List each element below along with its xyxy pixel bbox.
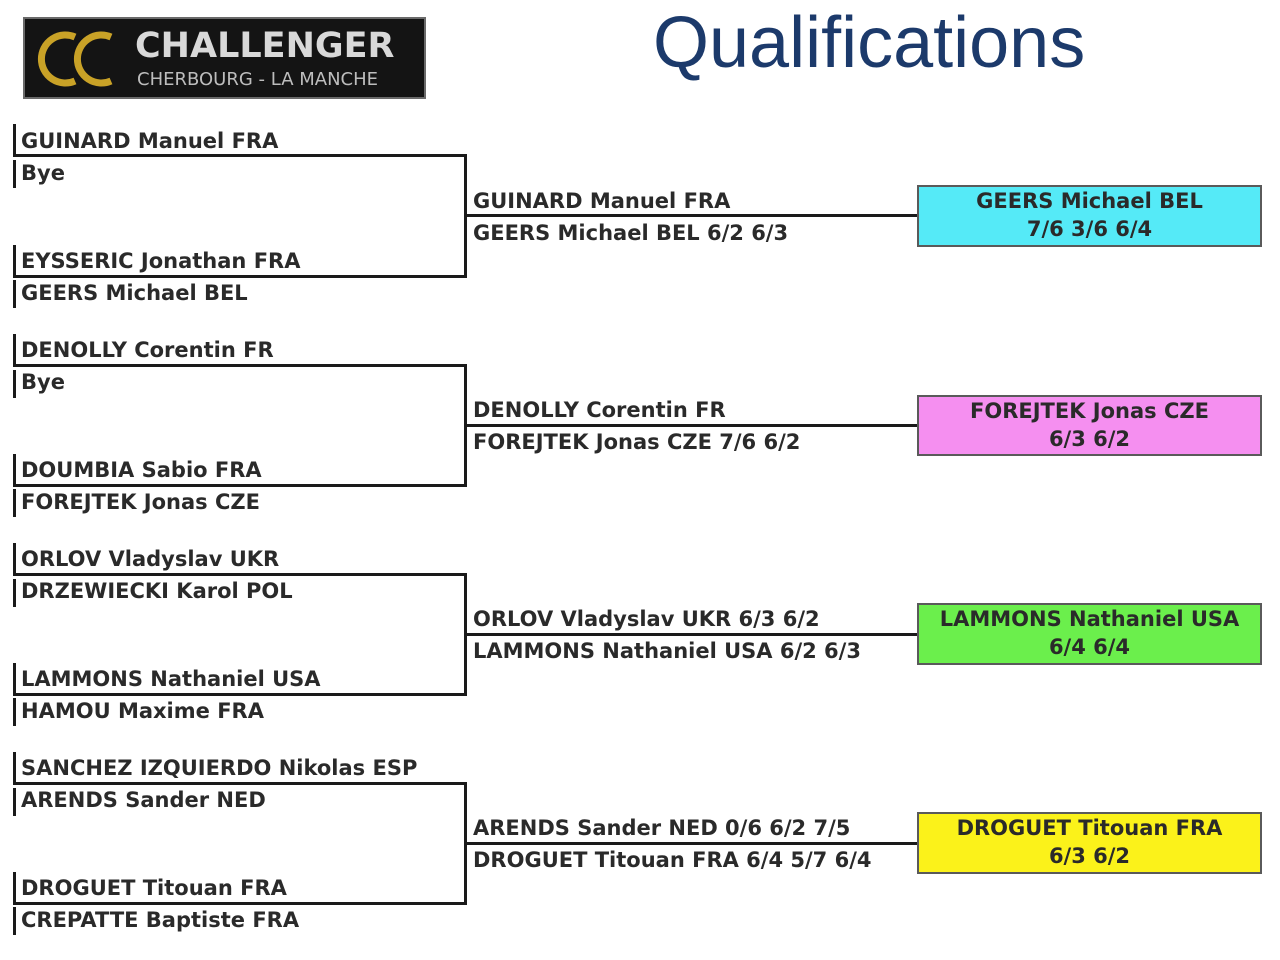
qualifier-name: LAMMONS Nathaniel USA [939,607,1240,631]
bracket-line [13,663,16,693]
round2-result: GEERS Michael BEL 6/2 6/3 [473,221,789,245]
player-name: GEERS Michael BEL [21,281,248,305]
bracket-line [13,489,16,517]
bracket-line [13,124,16,154]
bracket-line [13,245,16,275]
bracket-line [13,579,16,607]
bracket-line [13,454,16,484]
player-name: DROGUET Titouan FRA [21,876,287,900]
bracket-line [13,334,16,364]
player-name: ARENDS Sander NED [21,788,266,812]
player-name: DOUMBIA Sabio FRA [21,458,262,482]
bracket-line [13,902,467,905]
qualifier-score: 6/3 6/2 [1048,427,1131,451]
bracket-line [464,424,919,427]
qualifier-score: 6/4 6/4 [1048,635,1131,659]
player-name: DRZEWIECKI Karol POL [21,579,293,603]
qualifier-box: GEERS Michael BEL 7/6 3/6 6/4 [917,185,1262,247]
player-name: GUINARD Manuel FRA [21,129,279,153]
qualifier-box: LAMMONS Nathaniel USA 6/4 6/4 [917,603,1262,665]
round2-result: FOREJTEK Jonas CZE 7/6 6/2 [473,430,801,454]
bracket-line [13,693,467,696]
bracket-line [13,907,16,935]
page-title: Qualifications [653,3,1086,83]
bracket-line [13,782,467,785]
logo-subtitle: CHERBOURG - LA MANCHE [137,69,379,90]
bracket-line [13,872,16,902]
qualifier-name: FOREJTEK Jonas CZE [970,399,1209,423]
logo-name: CHALLENGER [135,26,395,66]
qualifier-name: DROGUET Titouan FRA [956,816,1223,840]
bracket-line [13,370,16,398]
player-name: DENOLLY Corentin FR [21,338,274,362]
player-name: ORLOV Vladyslav UKR [21,547,280,571]
round2-result: LAMMONS Nathaniel USA 6/2 6/3 [473,639,861,663]
bracket-line [464,842,919,845]
player-name: HAMOU Maxime FRA [21,699,264,723]
player-name: LAMMONS Nathaniel USA [21,667,321,691]
bracket-line [13,275,467,278]
challenger-logo: CHALLENGER CHERBOURG - LA MANCHE [23,17,426,99]
player-name: FOREJTEK Jonas CZE [21,490,260,514]
bracket-line [13,543,16,573]
qualifier-box: FOREJTEK Jonas CZE 6/3 6/2 [917,395,1262,456]
round2-result: ARENDS Sander NED 0/6 6/2 7/5 [473,816,851,840]
bracket-line [13,484,467,487]
double-c-logo-icon [37,31,113,87]
qualifier-score: 7/6 3/6 6/4 [1026,217,1153,241]
player-name: CREPATTE Baptiste FRA [21,908,300,932]
player-name: Bye [21,370,65,394]
qualifier-name: GEERS Michael BEL [976,189,1203,213]
player-name: EYSSERIC Jonathan FRA [21,249,301,273]
bracket-line [13,364,467,367]
bracket-line [13,573,467,576]
bracket-line [13,154,467,157]
round2-result: DROGUET Titouan FRA 6/4 5/7 6/4 [473,848,872,872]
qualifier-box: DROGUET Titouan FRA 6/3 6/2 [917,812,1262,874]
bracket-line [13,160,16,188]
bracket-line [13,752,16,782]
round2-result: GUINARD Manuel FRA [473,189,731,213]
bracket-line [13,788,16,816]
qualifier-score: 6/3 6/2 [1048,844,1131,868]
bracket-line [13,698,16,726]
player-name: Bye [21,161,65,185]
bracket-line [464,633,919,636]
round2-result: DENOLLY Corentin FR [473,398,726,422]
bracket-line [464,214,919,217]
round2-result: ORLOV Vladyslav UKR 6/3 6/2 [473,607,820,631]
bracket-line [13,280,16,308]
player-name: SANCHEZ IZQUIERDO Nikolas ESP [21,756,418,780]
